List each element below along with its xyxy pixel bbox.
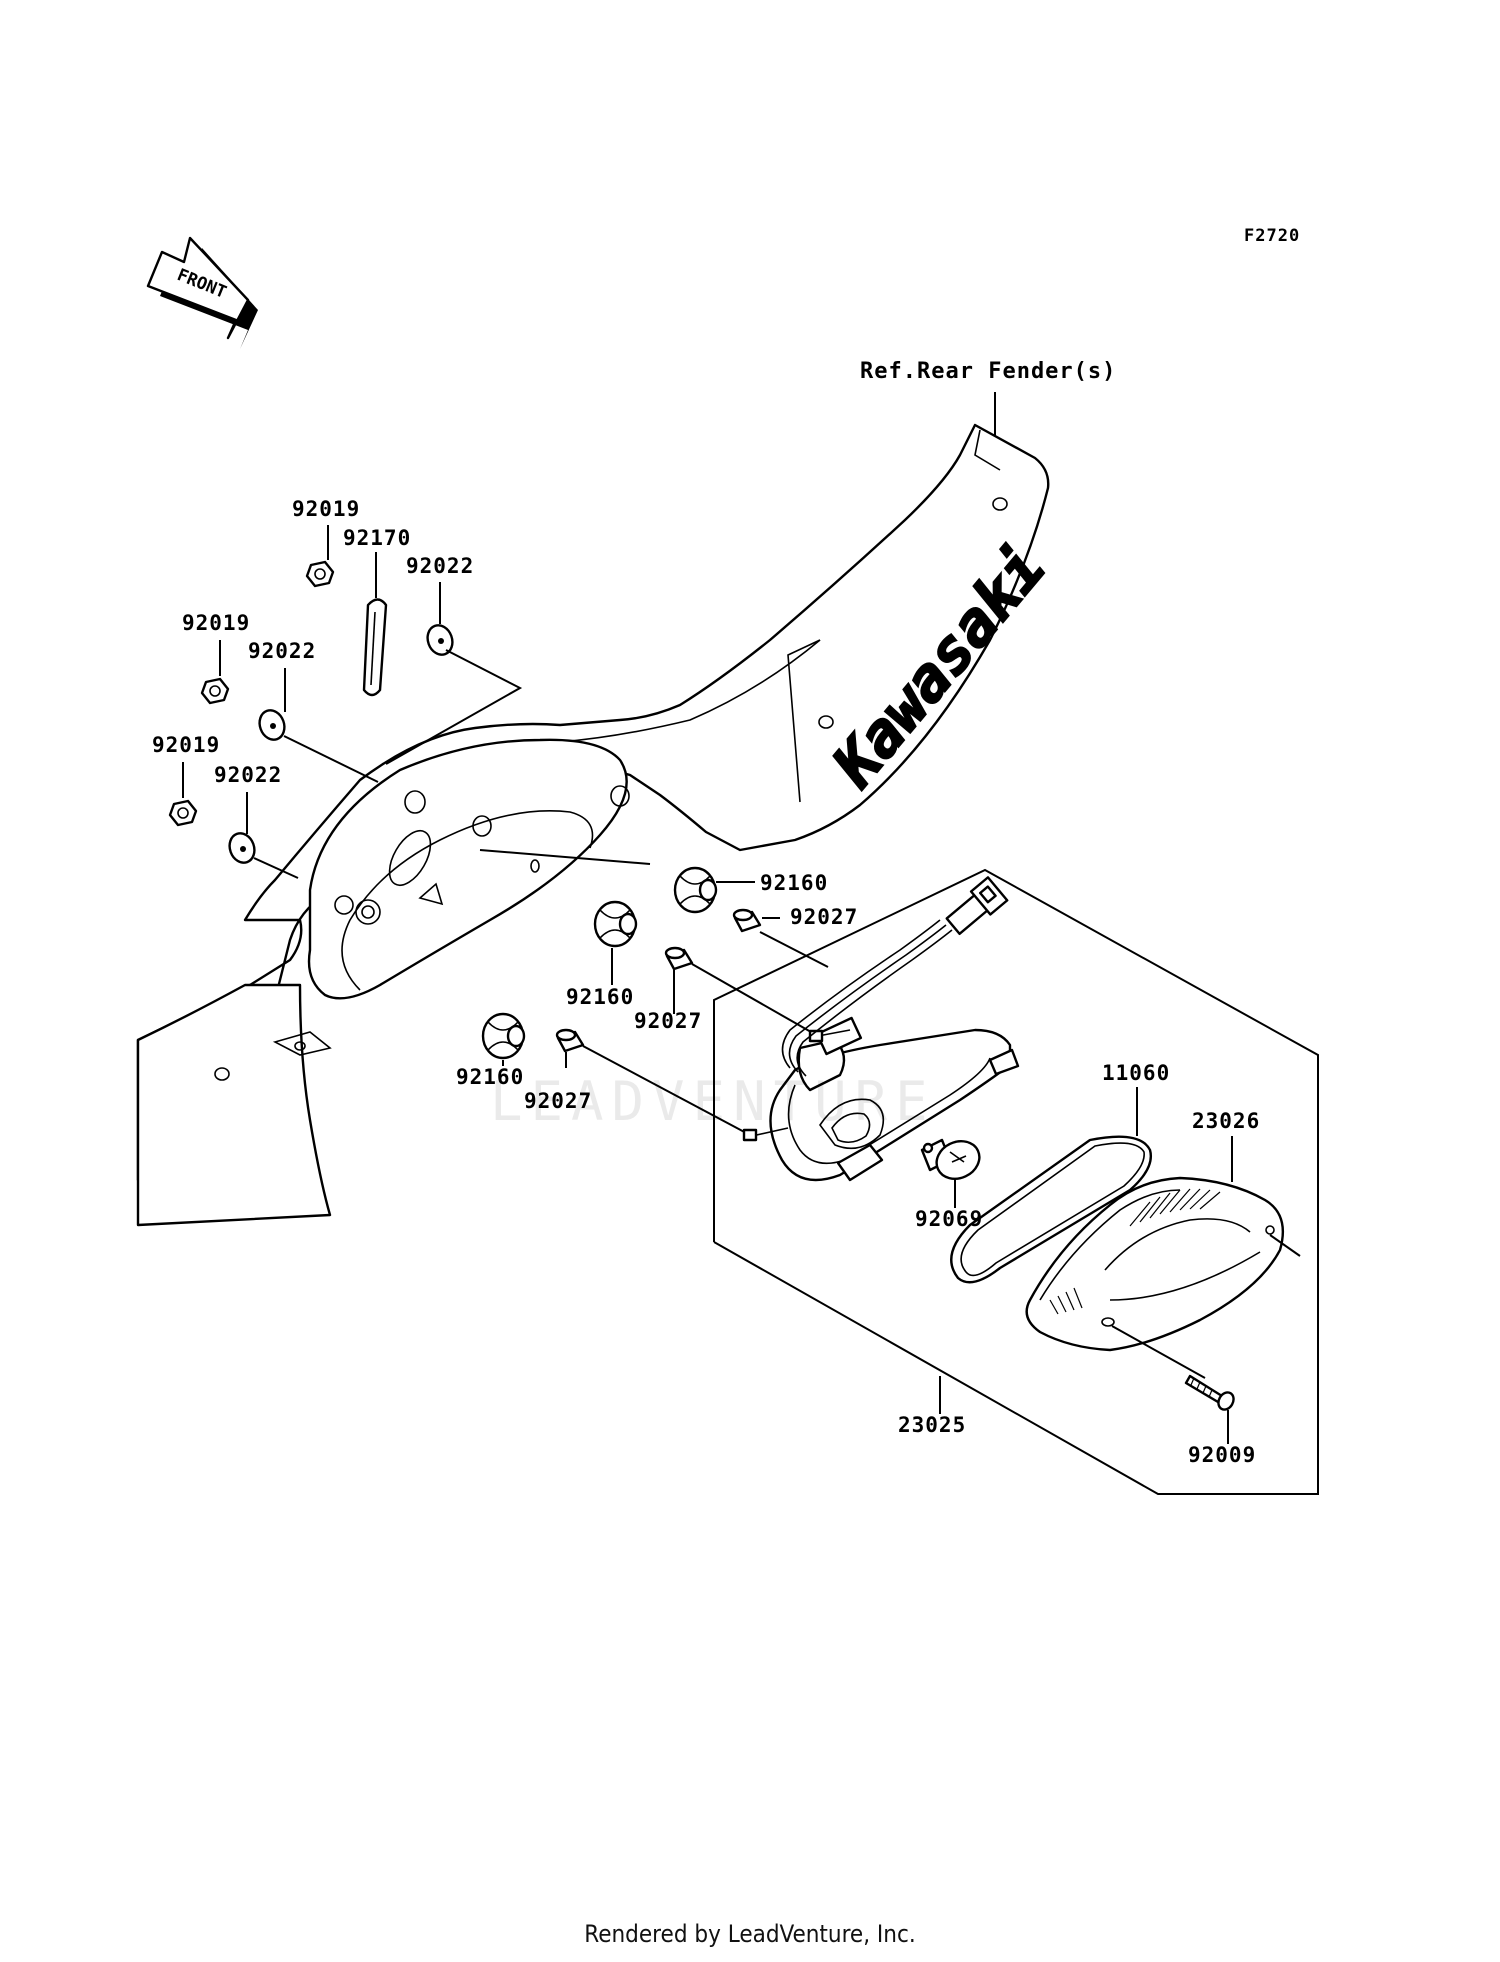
grommet-right-icon <box>673 866 718 914</box>
bulb-icon <box>920 1138 981 1180</box>
part-label-bulb: 92069 <box>915 1207 983 1231</box>
reference-label: Ref.Rear Fender(s) <box>860 359 1116 384</box>
collar-left-icon <box>555 1028 585 1053</box>
collar-right-icon <box>732 908 762 933</box>
nut-low-icon <box>168 799 198 827</box>
grommet-left-icon <box>481 1012 526 1060</box>
collar-center-icon <box>664 946 694 971</box>
part-label-nut-mid: 92019 <box>182 611 250 635</box>
nut-top-icon <box>305 560 335 588</box>
nut-mid-icon <box>200 677 230 705</box>
washer-low-icon <box>228 832 256 864</box>
part-label-grommet-right: 92160 <box>760 871 828 895</box>
part-label-nut-top: 92019 <box>292 497 360 521</box>
part-label-collar-left: 92027 <box>524 1089 592 1113</box>
part-label-collar-center: 92027 <box>634 1009 702 1033</box>
part-label-nut-low: 92019 <box>152 733 220 757</box>
part-label-washer-top: 92022 <box>406 554 474 578</box>
part-label-strap: 92170 <box>343 526 411 550</box>
part-label-washer-low: 92022 <box>214 763 282 787</box>
grommet-center-icon <box>593 900 638 948</box>
part-label-tail-lamp-assy: 23025 <box>898 1413 966 1437</box>
screw-icon <box>1184 1374 1235 1411</box>
front-arrow-icon: FRONT <box>146 236 258 349</box>
lamp-bracket <box>272 738 630 1056</box>
part-label-washer-mid: 92022 <box>248 639 316 663</box>
part-label-grommet-left: 92160 <box>456 1065 524 1089</box>
part-label-grommet-center: 92160 <box>566 985 634 1009</box>
washer-top-icon <box>426 624 454 656</box>
diagram-code: F2720 <box>1244 226 1300 246</box>
footer-credit: Rendered by LeadVenture, Inc. <box>584 1920 916 1948</box>
tail-lamp-housing <box>742 876 1020 1182</box>
strap-icon <box>362 598 388 697</box>
gasket-icon <box>950 1135 1152 1284</box>
part-label-collar-right: 92027 <box>790 905 858 929</box>
part-label-screw: 92009 <box>1188 1443 1256 1467</box>
lens-icon <box>1025 1176 1285 1352</box>
part-label-gasket: 11060 <box>1102 1061 1170 1085</box>
watermark: LEADVENTURE <box>490 1070 936 1133</box>
washer-mid-icon <box>258 709 286 741</box>
part-label-lens: 23026 <box>1192 1109 1260 1133</box>
